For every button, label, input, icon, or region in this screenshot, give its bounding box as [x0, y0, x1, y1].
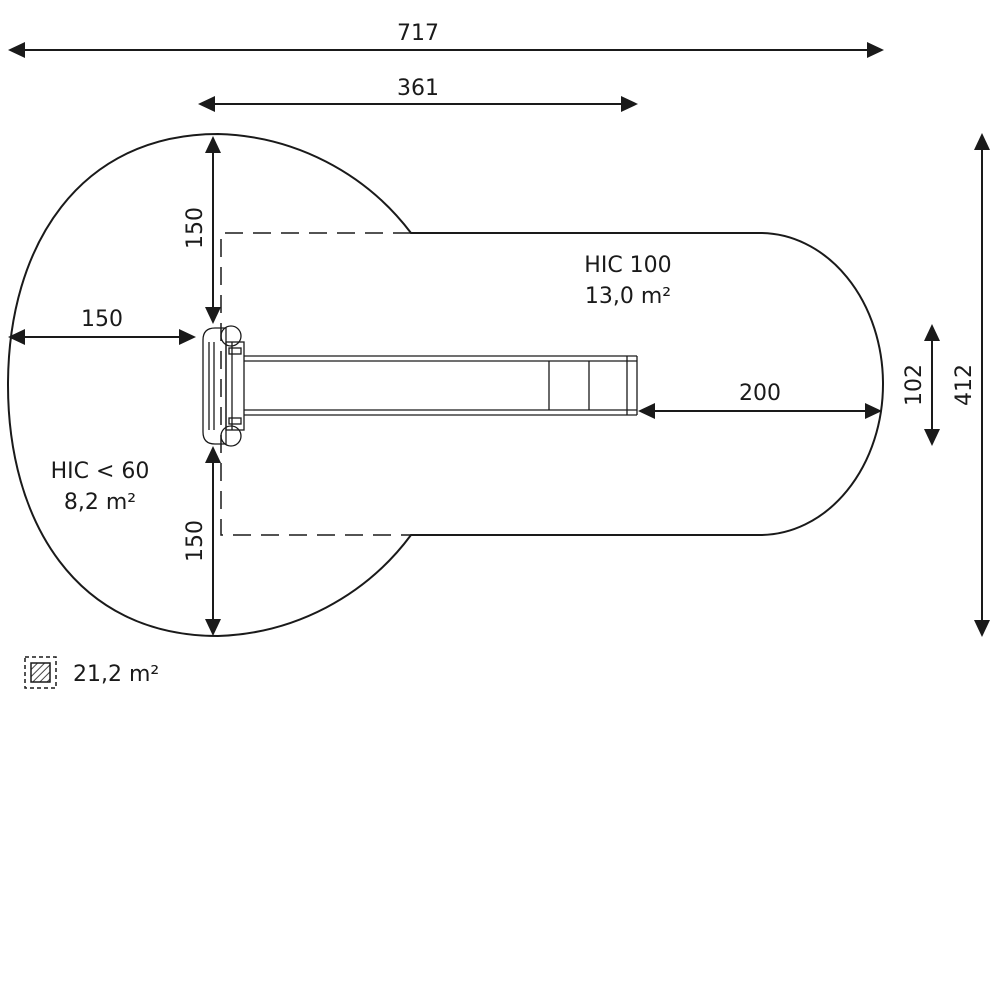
safety-area-outline: [6, 132, 885, 638]
dim-overall-height-label: 412: [952, 364, 977, 406]
dim-slide-runout-label: 200: [739, 381, 781, 406]
dim-slide-width: 102: [902, 324, 940, 446]
post-bottom: [220, 425, 242, 447]
dim-overall-width: 717: [8, 21, 884, 58]
dim-platform-width: 361: [198, 76, 638, 112]
zone-hic-60-label: HIC < 60: [51, 459, 150, 484]
legend: 21,2 m²: [24, 656, 159, 689]
dim-slide-runout: 200: [638, 381, 882, 419]
zone-hic-100-area: 13,0 m²: [585, 284, 671, 309]
slide-equipment: [202, 325, 638, 447]
dim-left-radius-label: 150: [81, 307, 123, 332]
post-top: [220, 325, 242, 347]
dim-bottom-radius: 150: [183, 446, 221, 636]
zone-hic-60: HIC < 60 8,2 m²: [51, 459, 150, 515]
legend-total-area: 21,2 m²: [73, 662, 159, 687]
legend-area-icon: [24, 656, 57, 689]
dim-overall-width-label: 717: [397, 21, 439, 46]
zone-hic-60-area: 8,2 m²: [64, 490, 136, 515]
dim-top-radius-label: 150: [183, 207, 208, 249]
zone-hic-100-label: HIC 100: [584, 253, 671, 278]
slide-chute: [244, 355, 638, 416]
dim-platform-width-label: 361: [397, 76, 439, 101]
dim-bottom-radius-label: 150: [183, 520, 208, 562]
dim-slide-width-label: 102: [902, 364, 927, 406]
zone-hic-100: HIC 100 13,0 m²: [584, 253, 671, 309]
dim-top-radius: 150: [183, 136, 221, 324]
dim-left-radius: 150: [8, 307, 196, 345]
hic-100-dashed-boundary: [220, 232, 411, 536]
dim-overall-height: 412: [952, 133, 990, 637]
slide-platform: [202, 325, 245, 447]
